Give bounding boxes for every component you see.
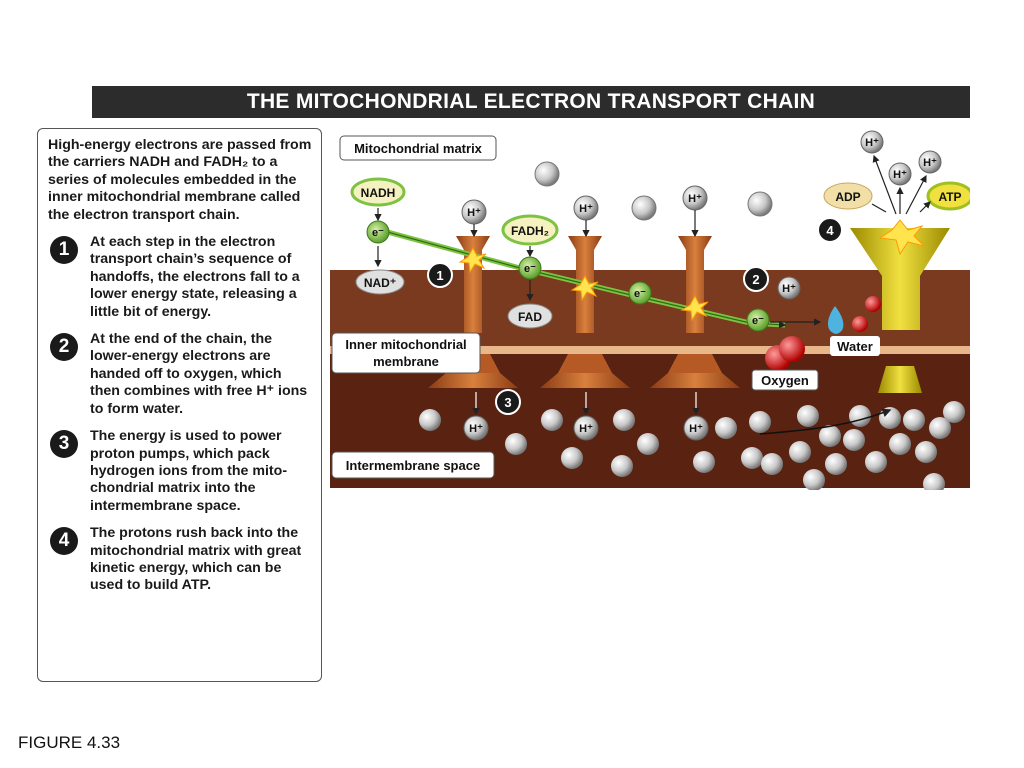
svg-text:NAD⁺: NAD⁺ (364, 276, 396, 290)
step-3: 3 The energy is used to power proton pum… (48, 428, 313, 515)
svg-text:H⁺: H⁺ (689, 423, 703, 435)
region-label-intermembrane: Intermembrane space (331, 451, 495, 479)
step-number-3: 3 (50, 430, 78, 459)
electron-2: e⁻ (518, 256, 542, 280)
electron-1: e⁻ (366, 220, 390, 244)
proton-out-1: H⁺ (860, 130, 884, 154)
proton-out-2: H⁺ (888, 162, 912, 186)
step-number-1: 1 (50, 236, 78, 265)
step-2: 2 At the end of the chain, the lower-ene… (48, 331, 313, 418)
region-label-matrix: Mitochondrial matrix (339, 135, 497, 161)
svg-text:e⁻: e⁻ (524, 263, 536, 275)
step-1: 1 At each step in the electron transport… (48, 234, 313, 321)
svg-text:NADH: NADH (361, 186, 396, 200)
svg-text:Water: Water (837, 339, 873, 354)
proton-matrix-4: H⁺ (777, 276, 801, 300)
svg-text:ATP: ATP (938, 190, 961, 204)
proton-matrix-2: H⁺ (573, 195, 599, 221)
energy-bursts (458, 219, 926, 322)
svg-text:e⁻: e⁻ (752, 315, 764, 327)
membrane-band (330, 346, 970, 354)
proton-intermembrane-3: H⁺ (683, 415, 709, 441)
ion-sphere (631, 195, 657, 221)
electron-4: e⁻ (746, 308, 770, 332)
ion-sphere (534, 161, 560, 187)
svg-text:Mitochondrial matrix: Mitochondrial matrix (354, 141, 483, 156)
svg-text:H⁺: H⁺ (579, 203, 593, 215)
atp-label: ATP (926, 181, 970, 211)
intermembrane-ions (419, 401, 965, 490)
fadh2-carrier: FADH₂ (501, 214, 559, 246)
electron-transport-diagram: Mitochondrial matrix Inner mitochondrial… (330, 130, 970, 490)
proton-out-3: H⁺ (918, 150, 942, 174)
adp-label: ADP (823, 182, 873, 210)
atp-synthase (850, 228, 950, 393)
fad-carrier: FAD (507, 303, 553, 329)
proton-intermembrane-2: H⁺ (573, 415, 599, 441)
svg-text:Inner mitochondrial: Inner mitochondrial (345, 337, 466, 352)
explanation-panel: High-energy electrons are passed from th… (37, 128, 322, 682)
svg-text:H⁺: H⁺ (579, 423, 593, 435)
svg-text:H⁺: H⁺ (688, 193, 702, 205)
svg-text:H⁺: H⁺ (782, 283, 796, 295)
step-number-4: 4 (50, 527, 78, 556)
svg-text:3: 3 (504, 395, 511, 410)
figure-label: FIGURE 4.33 (18, 733, 121, 752)
nadh-carrier: NADH (350, 177, 406, 207)
marker-1: 1 (427, 262, 453, 288)
oxygen-group: Oxygen (751, 336, 819, 391)
step-text-4: The protons rush back into the mitochond… (90, 525, 302, 594)
electron-3: e⁻ (628, 281, 652, 305)
svg-text:H⁺: H⁺ (893, 169, 907, 181)
proton-matrix-1: H⁺ (461, 199, 487, 225)
svg-text:H⁺: H⁺ (865, 137, 879, 149)
step-text-3: The energy is used to power proton pumps… (90, 428, 288, 514)
marker-4: 4 (817, 217, 843, 243)
step-text-2: At the end of the chain, the lower-energ… (90, 331, 308, 417)
svg-text:e⁻: e⁻ (372, 227, 384, 239)
svg-text:e⁻: e⁻ (634, 288, 646, 300)
step-number-2: 2 (50, 333, 78, 362)
nad-plus-carrier: NAD⁺ (355, 269, 405, 295)
diagram-title: THE MITOCHONDRIAL ELECTRON TRANSPORT CHA… (92, 86, 970, 118)
svg-text:2: 2 (752, 272, 759, 287)
svg-text:Oxygen: Oxygen (761, 373, 809, 388)
water-group: Water (827, 296, 881, 356)
svg-text:FAD: FAD (518, 310, 542, 324)
svg-text:H⁺: H⁺ (923, 157, 937, 169)
svg-text:H⁺: H⁺ (467, 207, 481, 219)
svg-text:H⁺: H⁺ (469, 423, 483, 435)
svg-text:1: 1 (436, 268, 443, 283)
svg-text:4: 4 (826, 223, 834, 238)
proton-matrix-3: H⁺ (682, 185, 708, 211)
svg-text:membrane: membrane (373, 354, 439, 369)
svg-text:Intermembrane space: Intermembrane space (346, 458, 480, 473)
region-label-membrane: Inner mitochondrial membrane (331, 332, 481, 374)
marker-2: 2 (743, 266, 769, 292)
svg-text:FADH₂: FADH₂ (511, 224, 549, 238)
step-4: 4 The protons rush back into the mitocho… (48, 525, 313, 595)
ion-sphere (747, 191, 773, 217)
marker-3: 3 (495, 389, 521, 415)
svg-text:ADP: ADP (835, 190, 860, 204)
proton-intermembrane-1: H⁺ (463, 415, 489, 441)
intro-text: High-energy electrons are passed from th… (48, 137, 312, 223)
step-text-1: At each step in the electron transport c… (90, 234, 300, 320)
